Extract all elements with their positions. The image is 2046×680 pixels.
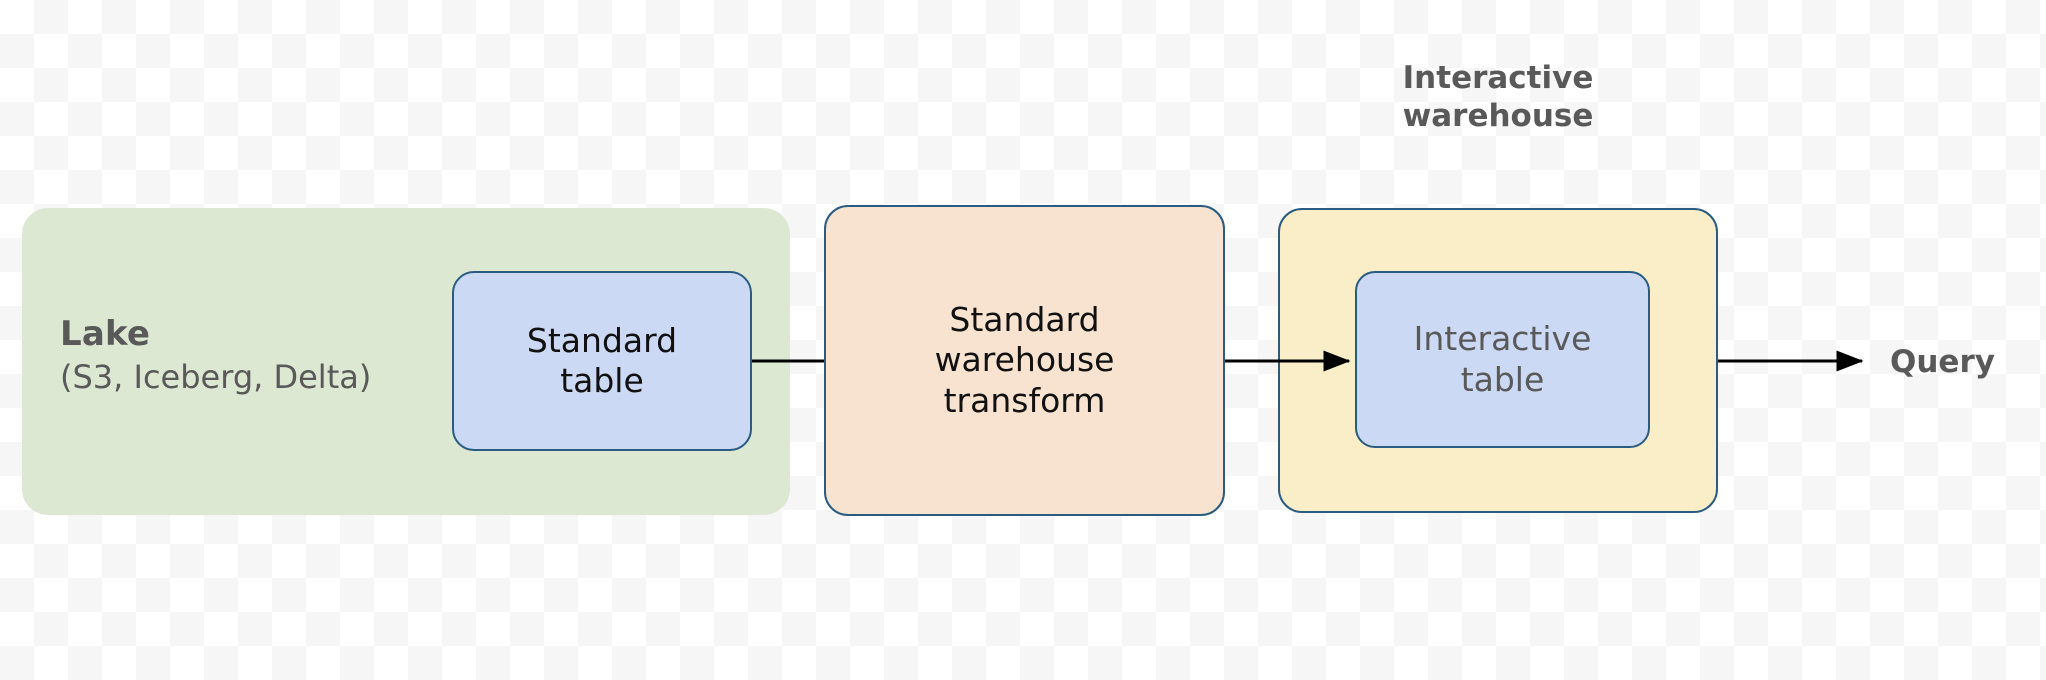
interactive-warehouse-title: Interactive warehouse <box>1290 60 1706 136</box>
interactive-warehouse-title-line1: Interactive <box>1402 60 1594 96</box>
interactive-table-label-line1: Interactive <box>1413 319 1592 359</box>
warehouse-transform-label: Standard warehouse transform <box>935 300 1115 422</box>
lake-subtitle: (S3, Iceberg, Delta) <box>60 357 372 396</box>
standard-table-label-line1: Standard <box>526 320 678 360</box>
standard-table-label: Standard table <box>527 321 677 402</box>
lake-title: Lake <box>60 314 151 354</box>
interactive-table-label: Interactive table <box>1414 319 1592 400</box>
lake-label: Lake (S3, Iceberg, Delta) <box>60 313 440 397</box>
standard-table-node[interactable]: Standard table <box>452 271 752 451</box>
interactive-table-label-line2: table <box>1460 359 1545 399</box>
warehouse-transform-node[interactable]: Standard warehouse transform <box>824 205 1225 516</box>
warehouse-transform-label-line3: transform <box>943 380 1106 420</box>
query-label: Query <box>1890 344 1995 380</box>
interactive-warehouse-title-line2: warehouse <box>1402 97 1594 134</box>
standard-table-label-line2: table <box>560 361 644 400</box>
warehouse-transform-label-line1: Standard <box>949 299 1100 339</box>
interactive-table-node[interactable]: Interactive table <box>1355 271 1650 448</box>
warehouse-transform-label-line2: warehouse <box>934 340 1115 380</box>
